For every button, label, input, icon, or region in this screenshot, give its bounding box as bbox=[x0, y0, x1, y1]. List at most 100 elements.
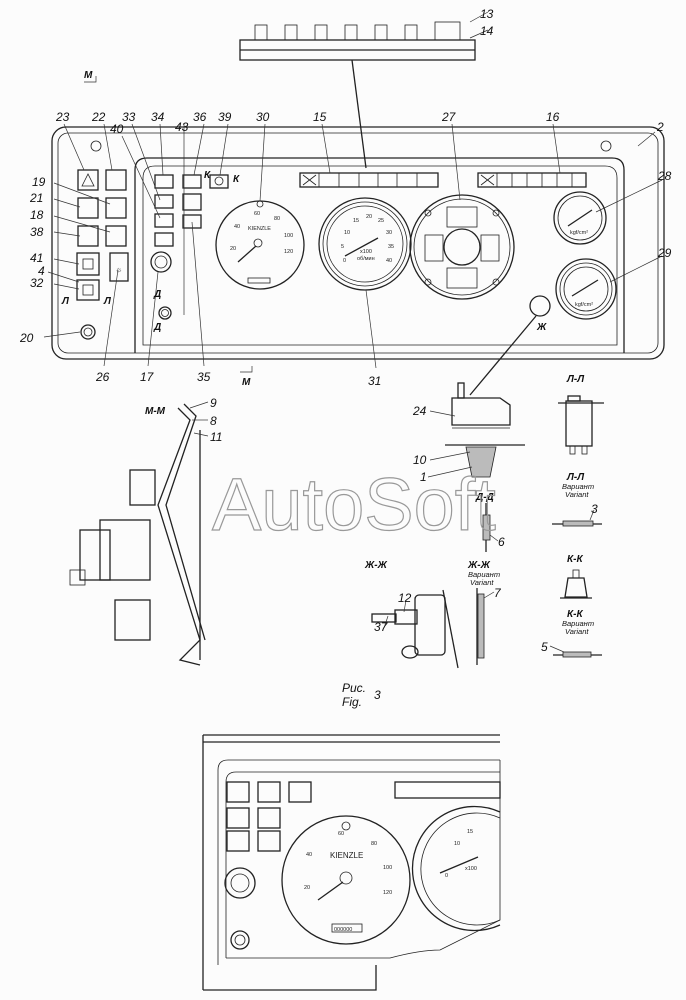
callout-4: 4 bbox=[38, 264, 45, 278]
seal-3 bbox=[562, 520, 594, 527]
callout-40: 40 bbox=[110, 122, 124, 136]
section-title-kk-variant: К-К bbox=[567, 609, 583, 620]
variant-en: Variant bbox=[565, 627, 589, 636]
callout-1: 1 bbox=[420, 470, 427, 484]
cut-mark-l-left: Л bbox=[61, 296, 70, 307]
variant-en: Variant bbox=[470, 578, 494, 587]
section-title-mm: М-М bbox=[145, 406, 166, 417]
seal-5 bbox=[562, 651, 592, 658]
pressure-unit: kgf/cm² bbox=[570, 230, 588, 236]
section-zh-zh-variant-drawing bbox=[476, 588, 495, 665]
cut-mark-m-top: М bbox=[84, 70, 93, 81]
cut-mark-m-bottom: М bbox=[242, 377, 251, 388]
speed-tick-lower: 100 bbox=[383, 865, 392, 871]
speed-tick: 100 bbox=[284, 233, 293, 239]
callout-leaders bbox=[43, 123, 663, 369]
speed-tick: 80 bbox=[274, 216, 280, 222]
callout-2: 2 bbox=[656, 120, 664, 134]
rpm-unit: x100 bbox=[360, 249, 372, 255]
combination-gauge bbox=[409, 194, 515, 300]
warning-lamp-strip-15 bbox=[299, 172, 439, 188]
rpm-tick: 5 bbox=[341, 244, 344, 250]
section-title-dd: Д-Д bbox=[475, 492, 494, 503]
rpm-unit-lower: x100 bbox=[465, 866, 477, 872]
callout-16: 16 bbox=[546, 110, 560, 124]
speed-tick: 120 bbox=[284, 249, 293, 255]
callout-21: 21 bbox=[29, 191, 43, 205]
callout-14: 14 bbox=[480, 24, 494, 38]
buzzer-24-mount bbox=[529, 295, 551, 317]
callout-27: 27 bbox=[441, 110, 457, 124]
callout-39: 39 bbox=[218, 110, 232, 124]
section-title-zhzh-variant: Ж-Ж bbox=[467, 560, 491, 571]
callout-7: 7 bbox=[494, 586, 502, 600]
callout-32: 32 bbox=[30, 276, 44, 290]
callout-38: 38 bbox=[30, 225, 44, 239]
rpm-tick: 20 bbox=[366, 214, 372, 220]
callout-20: 20 bbox=[19, 331, 34, 345]
caption-number: 3 bbox=[374, 688, 381, 702]
cut-mark-d-bottom: Д bbox=[153, 322, 161, 333]
cut-mark-d-top: Д bbox=[153, 289, 161, 300]
callout-22: 22 bbox=[91, 110, 106, 124]
callout-17: 17 bbox=[140, 370, 155, 384]
rpm-tick: 10 bbox=[344, 230, 350, 236]
callout-24: 24 bbox=[412, 404, 427, 418]
buzzer-detail bbox=[427, 382, 525, 478]
tacho-brand-lower: KIENZLE bbox=[330, 851, 363, 860]
svg-text:☼: ☼ bbox=[115, 265, 122, 274]
callout-12: 12 bbox=[398, 591, 412, 605]
callout-3: 3 bbox=[591, 502, 598, 516]
callout-19: 19 bbox=[32, 175, 46, 189]
top-switch-block bbox=[239, 11, 489, 169]
callout-30: 30 bbox=[256, 110, 270, 124]
caption-en: Fig. bbox=[342, 695, 362, 709]
odometer: 000000 bbox=[334, 927, 352, 933]
rpm-tick-lower: 0 bbox=[445, 873, 448, 879]
cut-mark-zh: Ж bbox=[536, 322, 547, 333]
callout-23: 23 bbox=[55, 110, 70, 124]
rpm-tick: 30 bbox=[386, 230, 392, 236]
tachometer-gauge: 0 5 10 15 20 25 30 35 40 x100 об/мин bbox=[318, 197, 412, 291]
variant-ru: Вариант bbox=[562, 482, 594, 491]
left-switches[interactable]: ☼ bbox=[76, 169, 129, 301]
speed-tick-lower: 40 bbox=[306, 852, 312, 858]
callout-43: 43 bbox=[175, 120, 189, 134]
tacho-brand: KIENZLE bbox=[248, 226, 271, 232]
section-zh-zh-drawing bbox=[371, 589, 459, 669]
callout-5: 5 bbox=[541, 640, 548, 654]
rpm-tick-lower: 10 bbox=[454, 841, 460, 847]
callout-6: 6 bbox=[498, 535, 505, 549]
section-d-d-drawing bbox=[482, 503, 499, 552]
cut-mark-l-right: Л bbox=[103, 296, 112, 307]
speed-tick-lower: 80 bbox=[371, 841, 377, 847]
callout-15: 15 bbox=[313, 110, 327, 124]
callout-9: 9 bbox=[210, 396, 217, 410]
section-k-k-drawing bbox=[560, 569, 592, 599]
cut-mark-k-left: К bbox=[204, 170, 211, 181]
callout-26: 26 bbox=[95, 370, 110, 384]
callout-18: 18 bbox=[30, 208, 44, 222]
rpm-tick: 15 bbox=[353, 218, 359, 224]
speed-tick: 20 bbox=[230, 246, 236, 252]
callout-11: 11 bbox=[210, 430, 222, 444]
callout-36: 36 bbox=[193, 110, 207, 124]
indicator-lamps bbox=[150, 174, 229, 320]
callout-13: 13 bbox=[480, 7, 494, 21]
callout-29: 29 bbox=[657, 246, 672, 260]
section-title-kk: К-К bbox=[567, 554, 583, 565]
pressure-gauge-29: kgf/cm² bbox=[555, 258, 617, 320]
tachograph-gauge: KIENZLE 20 40 60 80 100 120 bbox=[215, 200, 305, 290]
callout-28: 28 bbox=[657, 169, 672, 183]
rpm-tick-lower: 15 bbox=[467, 829, 473, 835]
callout-33: 33 bbox=[122, 110, 136, 124]
speed-tick-lower: 20 bbox=[304, 885, 310, 891]
variant-ru: Вариант bbox=[562, 619, 594, 628]
main-panel bbox=[51, 126, 665, 360]
section-title-ll: Л-Л bbox=[566, 374, 585, 385]
callout-41: 41 bbox=[30, 251, 43, 265]
rpm-tick: 40 bbox=[386, 258, 392, 264]
callout-10: 10 bbox=[413, 453, 427, 467]
